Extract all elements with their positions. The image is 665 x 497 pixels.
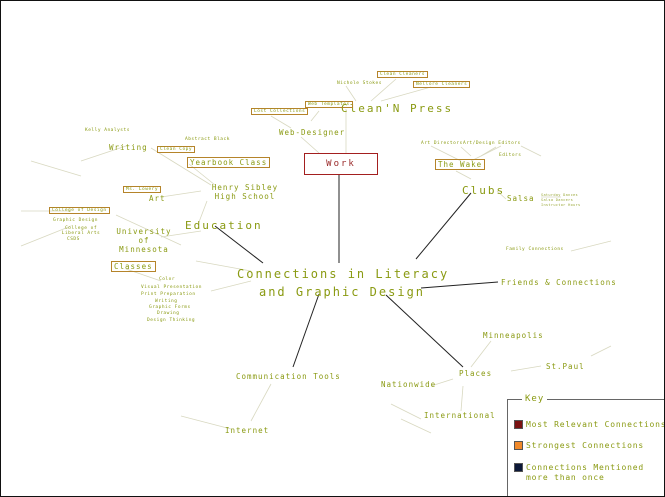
writing-node: Writing [109, 143, 148, 152]
legend-label-most-relevant: Most Relevant Connections [526, 420, 665, 429]
legend-swatch-mentioned [514, 463, 523, 472]
class-print-preparation: Print Preparation [141, 292, 196, 297]
yearbook-sub1: Clean Copy [157, 146, 196, 153]
class-drawing: Drawing [157, 311, 180, 316]
family-connections-node[interactable]: Family Connections [506, 247, 564, 252]
classes-node[interactable]: Classes [111, 261, 156, 272]
legend-key: Key Most Relevant Connections Strongest … [507, 394, 665, 496]
umn-sub2: Graphic Design [53, 218, 98, 223]
web-designer-node[interactable]: Web-Designer [279, 128, 346, 137]
st-paul-node[interactable]: St.Paul [546, 362, 585, 371]
legend-swatch-strongest [514, 441, 523, 450]
legend-label-strongest: Strongest Connections [526, 441, 644, 450]
art-design-editors-node: Art/Design Editors [463, 141, 521, 146]
salsa-sub1: Saturday Dances [541, 193, 578, 197]
friends-connections-node[interactable]: Friends & Connections [501, 278, 617, 287]
central-title-line1: Connections in Literacy [237, 267, 450, 281]
umn-sub4: CSDS [67, 237, 80, 242]
art-directors-node: Art Directors [421, 141, 463, 146]
central-topic: Connections in Literacy and Graphic Desi… [237, 265, 447, 301]
legend-swatch-most-relevant [514, 420, 523, 429]
clubs-node[interactable]: Clubs [462, 184, 506, 197]
central-title-line2: and Graphic Design [258, 285, 426, 299]
salsa-sub3: Instructor Hours [541, 203, 581, 207]
editors-node: Editors [499, 153, 522, 158]
clean-n-press-sub1: Clean Cleaners [377, 71, 428, 78]
kelly-analysis-node: Kelly Analysts [85, 128, 130, 133]
clean-n-press-sub2: Nellore Cleaners [413, 81, 471, 88]
umn-sub1: College of Design [49, 207, 110, 214]
nichole-stokes-node: Nichole Stokes [337, 81, 382, 86]
yearbook-class-node[interactable]: Yearbook Class [187, 157, 271, 168]
class-color: Color [159, 277, 176, 282]
henry-sibley-node[interactable]: Henry Sibley High School [211, 183, 279, 201]
the-wake-node[interactable]: The Wake [435, 159, 486, 170]
class-design-thinking: Design Thinking [147, 318, 196, 323]
communication-tools-node[interactable]: Communication Tools [236, 372, 341, 381]
yearbook-sub2: Abstract Black [185, 137, 230, 142]
umn-sub3: College of Liberal Arts [61, 226, 101, 236]
nationwide-node[interactable]: Nationwide [381, 380, 437, 389]
umn-node[interactable]: University of Minnesota [116, 227, 172, 254]
salsa-node[interactable]: Salsa [507, 194, 535, 203]
legend-title: Key [522, 394, 548, 404]
internet-node[interactable]: Internet [225, 426, 270, 435]
web-designer-sub2: Web Templates [305, 101, 353, 108]
class-visual-presentation: Visual Presentation [141, 285, 202, 290]
web-designer-sub1: Lost Collections [251, 108, 309, 115]
clean-n-press-node[interactable]: Clean'N Press [341, 102, 454, 115]
education-node[interactable]: Education [185, 219, 263, 232]
art-sub: Ms. Lowery [123, 186, 162, 193]
legend-label-mentioned: Connections Mentioned more than once [526, 463, 644, 482]
work-node[interactable]: Work [304, 153, 378, 175]
places-node[interactable]: Places [459, 369, 493, 378]
class-graphic-forms: Graphic Forms [149, 305, 191, 310]
art-node: Art [149, 194, 166, 203]
salsa-sub2: Salsa Dancers [541, 198, 574, 202]
class-writing: Writing [155, 299, 178, 304]
international-node[interactable]: International [424, 411, 496, 420]
minneapolis-node[interactable]: Minneapolis [483, 331, 544, 340]
